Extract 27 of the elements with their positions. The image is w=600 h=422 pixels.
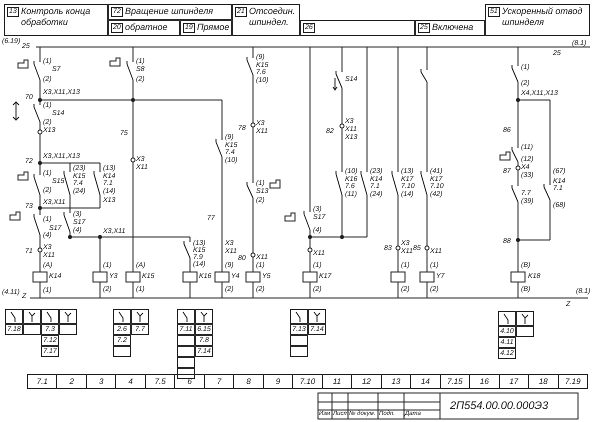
table-cell: 2 xyxy=(56,374,87,389)
header-text: обратное xyxy=(125,22,169,33)
table-cell: 4 xyxy=(115,374,146,389)
table-cell: 17 xyxy=(498,374,530,389)
table-cell: 7.19 xyxy=(558,374,588,389)
header-text: Отсоедин. шпиндел. xyxy=(249,6,296,28)
table-cell: 7 xyxy=(204,374,234,389)
table-cell: 18 xyxy=(528,374,559,389)
table-cell: 8 xyxy=(233,374,264,389)
header-text: Прямое xyxy=(197,22,229,33)
document-number: 2П554.00.00.000Э3 xyxy=(450,400,548,412)
header-text: Ускоренный отвод шпинделя xyxy=(502,6,584,28)
table-cell: 16 xyxy=(469,374,500,389)
table-cell: 12 xyxy=(351,374,382,389)
table-cell: 11 xyxy=(322,374,352,389)
header-text: Вращение шпинделя xyxy=(125,6,214,17)
header-text: Включена xyxy=(432,22,474,33)
table-cell: 14 xyxy=(410,374,441,389)
table-cell: 7.5 xyxy=(144,374,176,389)
table-cell: 6 xyxy=(174,374,205,389)
table-cell: 3 xyxy=(86,374,116,389)
table-cell: 7.15 xyxy=(440,374,470,389)
header-text: Контроль конца обработки xyxy=(21,6,92,28)
table-cell: 9 xyxy=(262,374,294,389)
table-cell: 7.1 xyxy=(27,374,58,389)
table-cell: 13 xyxy=(380,374,412,389)
table-cell: 7.10 xyxy=(292,374,323,389)
